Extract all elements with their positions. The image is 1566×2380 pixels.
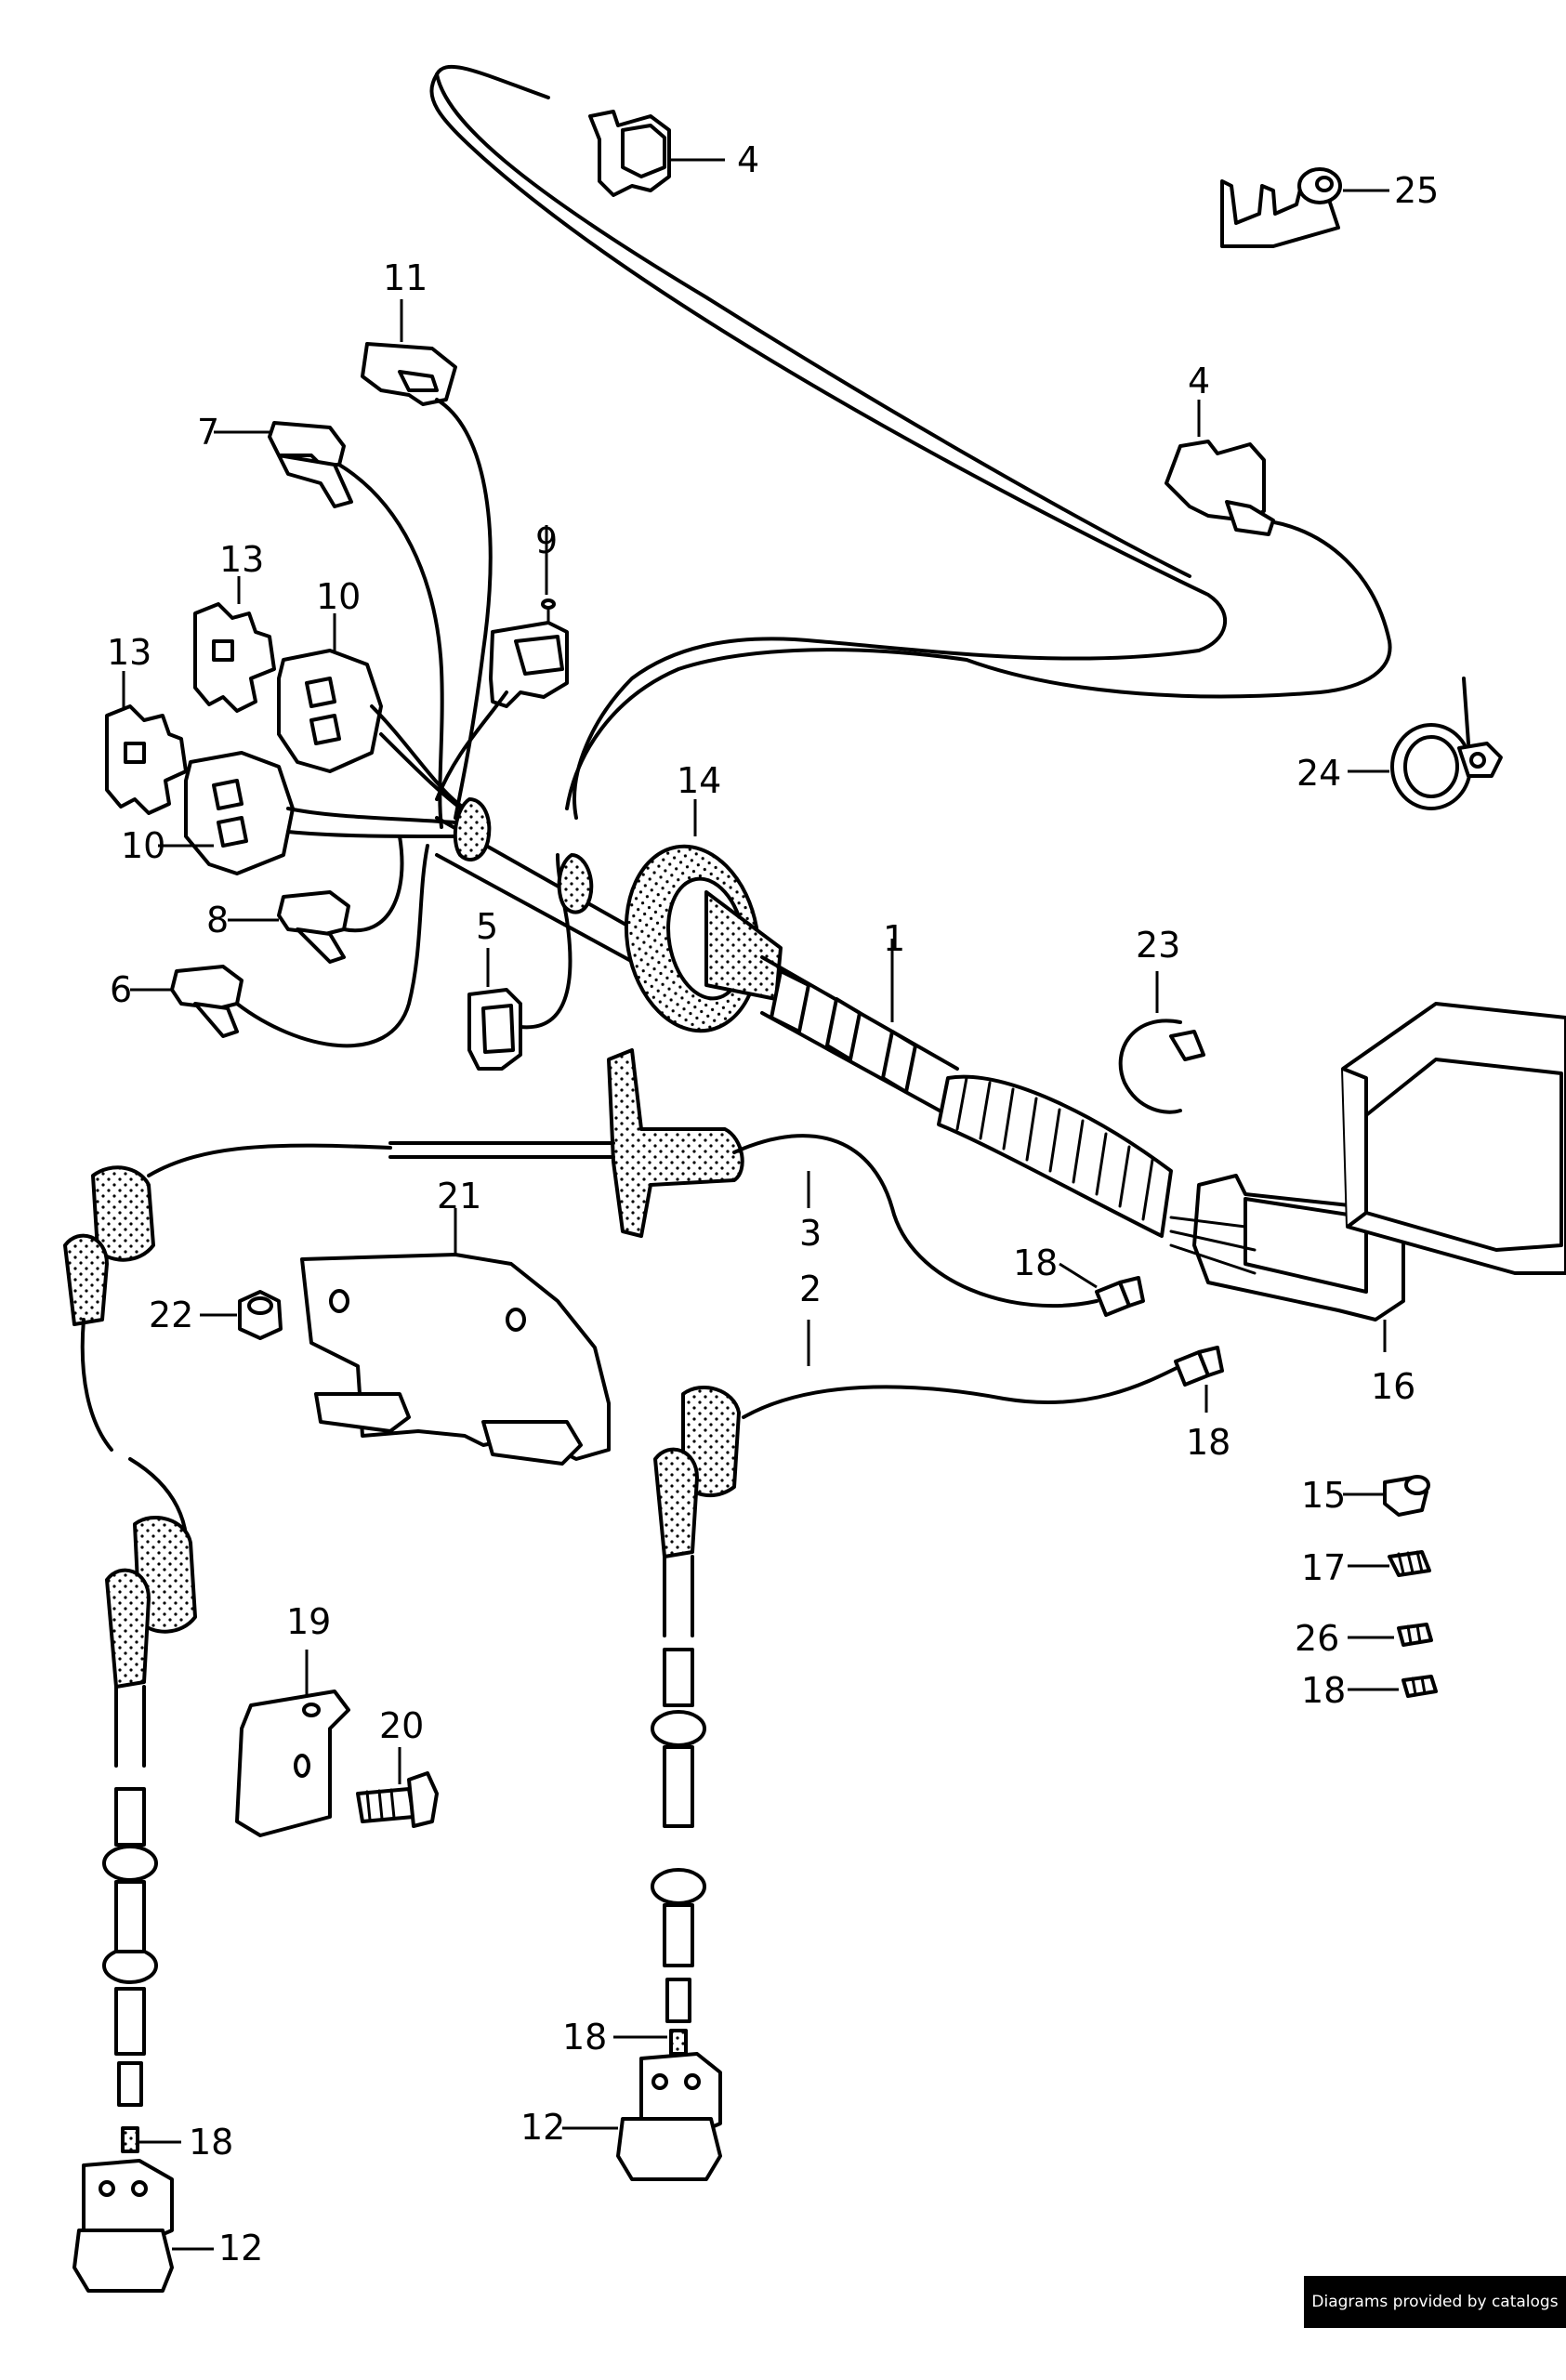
callout-8: 8 (206, 900, 229, 940)
callout-4-right: 4 (1188, 361, 1210, 401)
bracket-21 (300, 1253, 611, 1466)
callout-14: 14 (677, 760, 721, 801)
callout-17: 17 (1301, 1547, 1346, 1588)
callout-4-top: 4 (737, 139, 759, 180)
callout-10-lower: 10 (121, 825, 165, 866)
callout-21: 21 (437, 1176, 481, 1216)
left-sensor-cable (63, 1143, 392, 2107)
housing-box (1341, 1002, 1566, 1275)
callout-2: 2 (799, 1269, 822, 1309)
callout-12-left: 12 (218, 2228, 263, 2268)
callout-9: 9 (535, 520, 558, 561)
callout-19: 19 (286, 1601, 331, 1642)
callout-10-upper: 10 (316, 576, 361, 617)
leader-18a (1059, 1262, 1098, 1289)
conduit-ribs (955, 1076, 1154, 1221)
part-26 (1397, 1623, 1433, 1647)
sleeve-18-left (121, 2126, 139, 2153)
clamp-24 (1390, 677, 1503, 810)
callout-1: 1 (883, 918, 905, 959)
corrugated-conduit (937, 1074, 1173, 1238)
harness-sleeve-a (453, 797, 492, 861)
callout-22: 22 (149, 1295, 193, 1335)
cable-3 (388, 1048, 1099, 1308)
connector-11 (361, 342, 457, 406)
connector-10-lower (184, 751, 295, 875)
harness-sleeve-b (557, 853, 594, 914)
connector-5 (467, 988, 522, 1071)
connector-13-upper (193, 602, 276, 713)
callout-7: 7 (197, 412, 219, 453)
harness-trunk-2 (435, 853, 643, 968)
callout-6: 6 (110, 969, 132, 1010)
callout-13-upper: 13 (219, 539, 264, 580)
callout-18-b: 18 (1186, 1422, 1230, 1463)
connector-13-lower (105, 704, 188, 815)
connector-12-left (72, 2159, 174, 2293)
part-15 (1383, 1475, 1430, 1517)
wire-11 (435, 398, 493, 820)
cable-to-harness (565, 648, 968, 810)
connector-10-upper (277, 649, 383, 773)
callout-18-a: 18 (1013, 1243, 1058, 1283)
clip-23 (1118, 1019, 1205, 1114)
connector-4-right (1165, 440, 1275, 536)
wire-7 (337, 463, 444, 829)
wire-6 (235, 844, 429, 1048)
callout-20: 20 (379, 1705, 424, 1746)
wire-8 (342, 835, 404, 933)
credit-banner: Diagrams provided by catalogs parts (1304, 2276, 1566, 2363)
callout-11: 11 (383, 257, 428, 298)
callout-15: 15 (1301, 1475, 1346, 1516)
right-sensor-cable (651, 1364, 1182, 2023)
callout-23: 23 (1136, 925, 1180, 966)
connector-12-right (616, 2052, 722, 2181)
connector-6 (170, 965, 243, 1038)
top-cable-loop-inner (435, 72, 1191, 578)
part-25-bracket (1220, 167, 1342, 248)
sleeve-18-b (1174, 1346, 1224, 1387)
wire-9 (435, 690, 508, 801)
part-18-loose (1402, 1675, 1438, 1698)
callout-25: 25 (1394, 170, 1439, 211)
connector-7 (268, 421, 353, 508)
callout-24: 24 (1296, 753, 1341, 794)
sleeve-18-a (1095, 1276, 1145, 1317)
wire-10a (370, 704, 467, 810)
connector-9 (489, 598, 569, 708)
wiring-harness-diagram: 4 25 11 7 4 9 13 10 13 24 14 10 1 8 5 23… (63, 64, 1566, 2293)
callout-16: 16 (1371, 1366, 1415, 1407)
callout-26: 26 (1295, 1618, 1339, 1659)
callout-13-lower: 13 (107, 632, 151, 673)
grommet-14 (624, 844, 783, 1033)
callout-18-d: 18 (562, 2017, 607, 2058)
wire-10b-2 (286, 830, 457, 838)
callout-18-e: 18 (189, 2122, 233, 2163)
callout-18-c: 18 (1301, 1670, 1346, 1711)
harness-bands (770, 969, 917, 1094)
connector-8 (277, 890, 350, 964)
connector-4-top (588, 110, 671, 197)
callout-5: 5 (476, 906, 498, 947)
bracket-19 (235, 1690, 350, 1837)
callout-12-right: 12 (520, 2107, 565, 2148)
top-cable-loop (429, 64, 1228, 820)
sleeve-18-right (669, 2029, 688, 2056)
cable-to-connector-4b (965, 519, 1392, 699)
bolt-20 (356, 1771, 439, 1828)
wire-10b (286, 807, 457, 824)
nut-22 (238, 1290, 283, 1340)
part-17 (1388, 1550, 1431, 1577)
callout-3: 3 (799, 1213, 822, 1254)
